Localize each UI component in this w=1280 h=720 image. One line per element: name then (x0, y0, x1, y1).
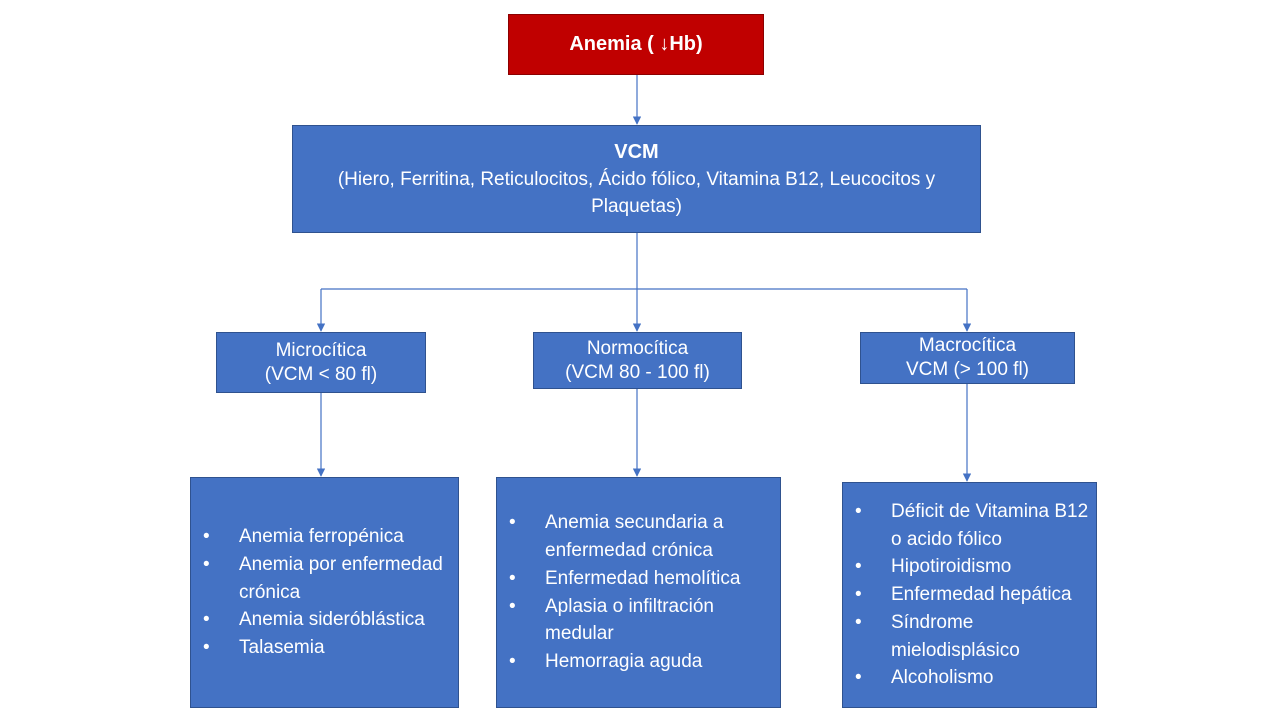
vcm-node: VCM (Hiero, Ferritina, Reticulocitos, Ác… (292, 125, 981, 233)
category-normocitica: Normocítica (VCM 80 - 100 fl) (533, 332, 742, 389)
list-item: Alcoholismo (855, 664, 1096, 692)
vcm-title: VCM (614, 140, 659, 163)
list-item: Enfermedad hepática (855, 581, 1096, 609)
category-name: Macrocítica (918, 335, 1017, 356)
category-macrocitica: Macrocítica VCM (> 100 fl) (860, 332, 1075, 384)
list-microcitica-causes: Anemia ferropénica Anemia por enfermedad… (190, 477, 459, 708)
category-name: Microcítica (275, 339, 367, 361)
category-range: (VCM 80 - 100 fl) (565, 361, 710, 383)
root-label: Anemia ( ↓Hb) (569, 33, 703, 55)
list-item: Anemia secundaria a enfermedad crónica (509, 509, 780, 564)
list-macrocitica-causes: Déficit de Vitamina B12 o acido fólico H… (842, 482, 1097, 708)
list-normocitica-causes: Anemia secundaria a enfermedad crónica E… (496, 477, 781, 708)
category-name: Normocítica (586, 337, 689, 359)
vcm-line-1: (Hiero, Ferritina, Reticulocitos, Ácido … (337, 168, 936, 190)
list-item: Aplasia o infiltración medular (509, 593, 780, 648)
category-range: (VCM < 80 fl) (264, 363, 378, 385)
vcm-line-2: Plaquetas) (591, 195, 682, 217)
list-item: Talasemia (203, 634, 458, 662)
list-item: Hemorragia aguda (509, 648, 780, 676)
list-item: Enfermedad hemolítica (509, 565, 780, 593)
category-microcitica: Microcítica (VCM < 80 fl) (216, 332, 426, 393)
list-item: Anemia sideróblástica (203, 606, 458, 634)
list-item: Anemia por enfermedad crónica (203, 551, 458, 606)
list-item: Hipotiroidismo (855, 553, 1096, 581)
category-range: VCM (> 100 fl) (905, 359, 1029, 380)
list-item: Síndrome mielodisplásico (855, 609, 1096, 664)
root-node-anemia: Anemia ( ↓Hb) (508, 14, 764, 75)
list-item: Anemia ferropénica (203, 523, 458, 551)
list-item: Déficit de Vitamina B12 o acido fólico (855, 498, 1096, 553)
